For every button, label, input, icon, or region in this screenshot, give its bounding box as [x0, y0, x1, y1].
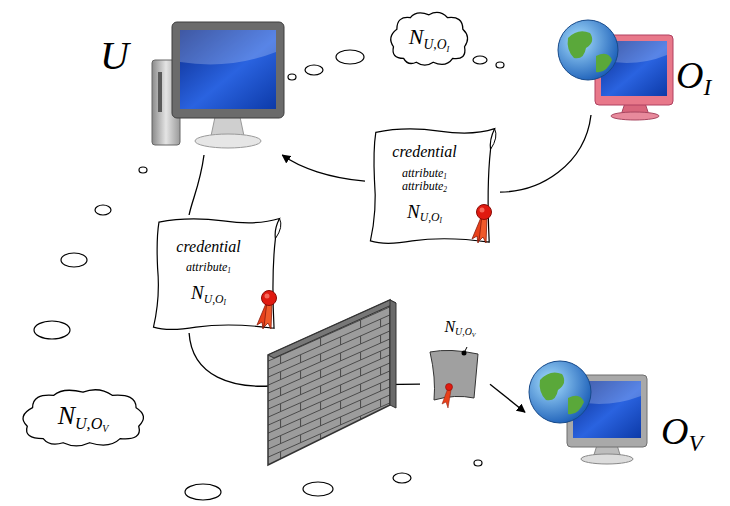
flow-arrow: [189, 155, 204, 215]
node-text: NU,OV: [58, 402, 109, 434]
subscript: V: [472, 332, 476, 338]
subscript: 1: [443, 172, 447, 181]
credential-title: credential: [392, 143, 456, 161]
subscript: V: [688, 430, 702, 456]
credential-node: credential attribute1NU,OI: [148, 215, 285, 333]
subscript: V: [102, 423, 108, 434]
node-content: NU,OI: [385, 8, 473, 70]
computer-node: U: [150, 20, 285, 155]
node-text: attribute1: [402, 167, 447, 181]
wax-seal: [253, 289, 281, 331]
credential-node: credential attribute1attribute2NU,OI: [365, 125, 500, 247]
node-content: NU,OV: [420, 318, 490, 410]
wax-seal: [468, 203, 496, 245]
issuer-computer: [558, 20, 673, 120]
credential-title: credential: [176, 238, 240, 256]
subscript: U,OI: [204, 293, 226, 306]
subscript: 1: [227, 267, 231, 276]
node-label: OV: [661, 411, 703, 456]
subscript: U,OI: [420, 211, 442, 224]
user-computer: [152, 22, 284, 148]
computer-node: OV: [525, 355, 655, 465]
node-label: OI: [676, 55, 711, 100]
subscript: U,OI: [423, 37, 449, 52]
bubble-node: NU,OV: [420, 318, 490, 410]
bubble-node: NU,OV: [14, 385, 152, 451]
computer-node: OI: [555, 15, 675, 115]
node-text: NU,OI: [407, 202, 442, 225]
subscript: 2: [443, 186, 447, 195]
bubble-node: NU,OI: [385, 8, 473, 70]
node-content: credential attribute1attribute2NU,OI: [365, 125, 500, 247]
node-content: NU,OV: [14, 385, 152, 451]
node-text: attribute1: [186, 261, 231, 275]
flow-arrow: [282, 155, 365, 181]
firewall: [268, 300, 396, 465]
node-text: NU,OV: [444, 318, 475, 338]
flow-arrow: [500, 115, 591, 192]
node-text: attribute2: [402, 180, 447, 194]
flow-arrow: [490, 384, 525, 412]
node-text: NU,OI: [409, 25, 450, 52]
subscript: U,OV: [455, 326, 476, 337]
subscript: I: [703, 74, 711, 100]
node-label: U: [100, 34, 129, 78]
node-text: NU,OI: [191, 283, 226, 306]
node-content: credential attribute1NU,OI: [148, 215, 285, 333]
verifier-computer: [529, 361, 647, 464]
subscript: I: [440, 217, 442, 226]
subscript: I: [446, 43, 449, 53]
subscript: I: [224, 298, 226, 307]
subscript: U,OV: [75, 415, 108, 432]
